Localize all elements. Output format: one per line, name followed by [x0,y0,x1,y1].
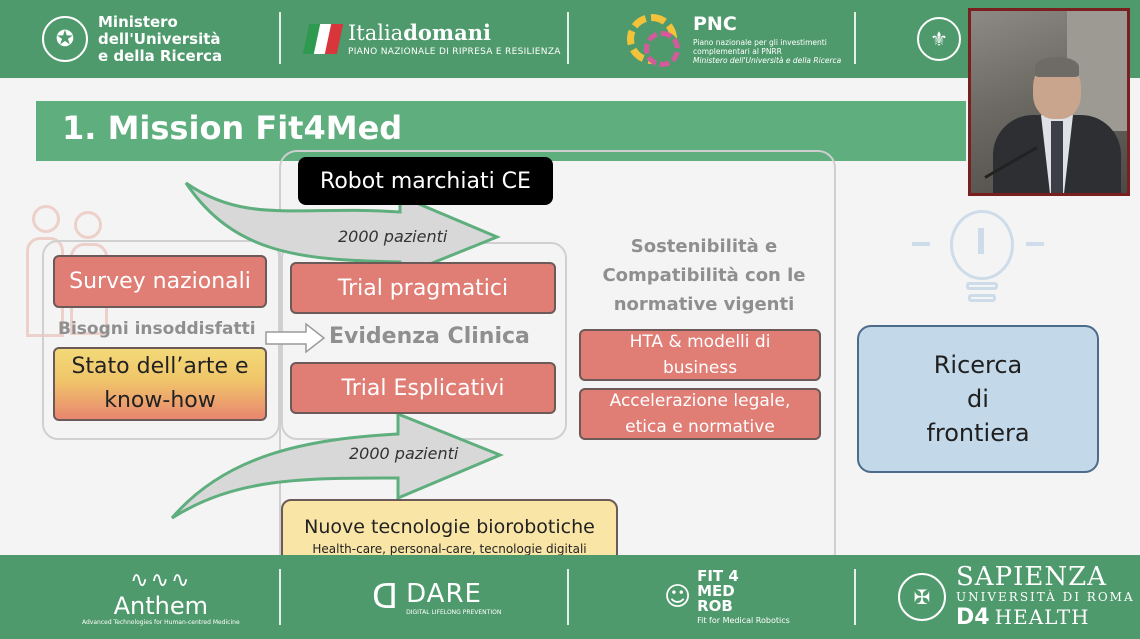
bisogni-label: Bisogni insoddisfatti [58,319,256,339]
footer-divider [854,569,856,625]
anthem-sub: Advanced Technologies for Human-centred … [82,619,240,626]
hta-box: HTA & modelli di business [579,329,821,381]
dare-sub: DIGITAL LIFELONG PREVENTION [406,608,502,616]
sapienza-sub: UNIVERSITÀ DI ROMA [956,590,1135,604]
stato-arte-box: Stato dell’arte e know-how [53,347,267,421]
fit4medrob-line3: ROB [697,597,733,615]
health-label: HEALTH [994,605,1090,629]
gear-icon [627,14,680,67]
waveform-icon: ∿∿∿ [130,568,192,593]
d-mark-icon: ᗡ [372,577,399,617]
ministero-line2: dell'Università [98,29,221,48]
ministero-line3: e della Ricerca [98,46,223,65]
header-divider [854,12,856,64]
d4-label: D4 [956,605,990,630]
robot-head-icon: ☺ [664,582,692,612]
trial-esplicativi-box: Trial Esplicativi [290,362,556,414]
sostenibilita-label: Sostenibilità e Compatibilità con le nor… [602,236,806,315]
italiadomani-subtitle: PIANO NAZIONALE DI RIPRESA E RESILIENZA [348,46,561,57]
anthem-logo: ∿∿∿ Anthem Advanced Technologies for Hum… [82,555,240,639]
lightbulb-icon [912,200,1044,320]
arrow-top-label: 2000 pazienti [338,227,448,246]
republic-emblem-icon: ✪ [42,16,88,62]
ricerca-frontiera-box: Ricerca di frontiera [857,325,1099,473]
evidenza-clinica-label: Evidenza Clinica [329,324,530,349]
header-divider [279,12,281,64]
ministero-logo: ✪ Ministero dell'Università e della Rice… [42,0,222,78]
anthem-name: Anthem [113,592,209,620]
header-divider [567,12,569,64]
ministero-line1: Ministero [98,12,178,31]
footer-bar: ∿∿∿ Anthem Advanced Technologies for Hum… [0,555,1140,639]
italiadomani-title: Italiadomani [348,19,491,45]
pnc-sub1: Piano nazionale per gli investimenti [693,37,827,47]
trial-pragmatici-box: Trial pragmatici [290,262,556,314]
pnc-sub3: Ministero dell'Università e della Ricerc… [693,55,842,65]
sapienza-logo: ✠ SAPIENZA UNIVERSITÀ DI ROMA D4 HEALTH [898,555,1135,639]
pnc-title: PNC [693,12,737,35]
survey-nazionali-box: Survey nazionali [53,255,267,308]
small-right-arrow [265,322,326,354]
footer-divider [279,569,281,625]
university-seal-icon: ⚜ [917,17,961,61]
dare-name: DARE [406,578,482,609]
accelerazione-box: Accelerazione legale, etica e normative [579,388,821,440]
sapienza-seal-icon: ✠ [898,573,946,621]
nuove-tecnologie-sub: Health-care, personal-care, tecnologie d… [312,541,587,556]
header-bar: ✪ Ministero dell'Università e della Rice… [0,0,1140,78]
slide-title: 1. Mission Fit4Med [62,109,403,147]
nuove-tecnologie-title: Nuove tecnologie biorobotiche [304,515,595,538]
fit4medrob-logo: ☺ FIT 4 MED ROB Fit for Medical Robotics [664,555,790,639]
pnc-logo: PNC Piano nazionale per gli investimenti… [627,0,841,78]
fit4medrob-line2: MED [697,582,735,600]
robot-ce-box: Robot marchiati CE [298,157,553,205]
pnc-sub2: complementari al PNRR [693,46,782,56]
webcam-video[interactable] [968,8,1130,196]
bottom-curved-arrow [170,411,504,520]
university-seal-logo: ⚜ [917,0,961,78]
arrow-bottom-label: 2000 pazienti [349,444,459,463]
top-curved-arrow [184,181,501,279]
footer-divider [567,569,569,625]
sapienza-name: SAPIENZA [956,562,1107,592]
fit4medrob-sub: Fit for Medical Robotics [697,616,790,625]
fit4medrob-line1: FIT 4 [697,567,739,585]
italiadomani-logo: Italiadomani PIANO NAZIONALE DI RIPRESA … [302,0,561,78]
dare-logo: ᗡ DARE DIGITAL LIFELONG PREVENTION [372,555,501,639]
